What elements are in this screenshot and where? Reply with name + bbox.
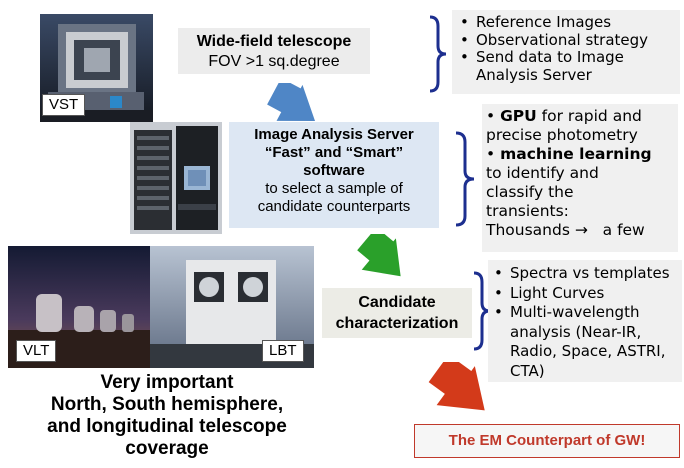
bullet-icon: • <box>460 13 469 31</box>
note-light-curves: • Light Curves <box>494 283 605 302</box>
bullet-icon: • <box>486 107 501 125</box>
server-title-2: “Fast” and “Smart” <box>264 144 404 161</box>
gpu-note-line2: precise photometry <box>486 126 638 144</box>
server-notes-panel <box>482 104 678 252</box>
server-body-1: to select a sample of <box>265 180 403 197</box>
gpu-note-line1: • GPU for rapid and <box>486 107 642 125</box>
server-title-3: software <box>303 162 365 179</box>
bullet-icon: • <box>494 264 503 282</box>
note-reference-images: • Reference Images <box>460 13 612 31</box>
coverage-caption: Very important North, South hemisphere, … <box>8 372 326 460</box>
note-multi-wavelength: • Multi-wavelength analysis (Near-IR, Ra… <box>494 303 666 380</box>
server-rack-photo <box>130 122 222 234</box>
coverage-line2: North, South hemisphere, <box>50 394 284 415</box>
lbt-telescope-photo: LBT <box>150 246 314 368</box>
ml-note-line3: classify the <box>486 183 574 201</box>
blue-down-arrow-icon <box>267 83 316 121</box>
server-title-1: Image Analysis Server <box>254 126 414 143</box>
green-down-arrow-icon <box>357 234 401 277</box>
ml-note-line4: transients: <box>486 202 569 220</box>
result-text: The EM Counterpart of GW! <box>448 432 646 449</box>
telescope-notes-panel <box>452 10 680 94</box>
vlt-label: VLT <box>16 340 57 362</box>
lbt-label: LBT <box>262 340 304 362</box>
server-box: Image Analysis Server “Fast” and “Smart”… <box>229 122 439 228</box>
bullet-icon: • <box>486 145 501 163</box>
coverage-line1: Very important <box>100 372 234 393</box>
red-down-arrow-icon <box>428 362 485 411</box>
result-box: The EM Counterpart of GW! <box>414 424 680 458</box>
server-body-2: candidate counterparts <box>257 198 411 215</box>
note-spectra: • Spectra vs templates <box>494 264 670 282</box>
telescope-title: Wide-field telescope <box>196 33 352 50</box>
bullet-icon: • <box>494 303 503 321</box>
characterization-notes-panel <box>488 260 682 382</box>
ml-note-line2: to identify and <box>486 164 599 182</box>
characterization-line1: Candidate <box>358 294 436 311</box>
right-arrow-icon: → <box>574 221 588 239</box>
vst-label: VST <box>42 94 86 116</box>
telescope-subtitle: FOV >1 sq.degree <box>208 53 340 70</box>
characterization-line2: characterization <box>335 315 459 332</box>
telescope-notes-list: • Reference Images • Observational strat… <box>458 13 676 84</box>
ml-note-line1: • machine learning <box>486 145 652 163</box>
telescope-box: Wide-field telescope FOV >1 sq.degree <box>178 28 370 74</box>
bracket-telescope-notes <box>429 15 447 93</box>
vlt-telescope-photo: VLT <box>8 246 150 368</box>
characterization-notes-list: • Spectra vs templates • Light Curves • … <box>492 264 682 381</box>
note-observational-strategy: • Observational strategy <box>460 30 649 49</box>
bullet-icon: • <box>494 283 503 302</box>
coverage-line3: and longitudinal telescope <box>47 416 287 437</box>
bullet-icon: • <box>460 48 469 66</box>
coverage-line4: coverage <box>125 438 209 459</box>
vst-telescope-photo: VST <box>40 14 153 122</box>
bracket-server-notes <box>455 131 475 227</box>
ml-note-line5: Thousands → a few <box>486 221 645 239</box>
characterization-box: Candidate characterization <box>322 288 472 338</box>
bullet-icon: • <box>460 30 469 49</box>
server-notes: • GPU for rapid and precise photometry •… <box>486 107 678 240</box>
note-send-data: • Send data to Image Analysis Server <box>460 48 624 84</box>
